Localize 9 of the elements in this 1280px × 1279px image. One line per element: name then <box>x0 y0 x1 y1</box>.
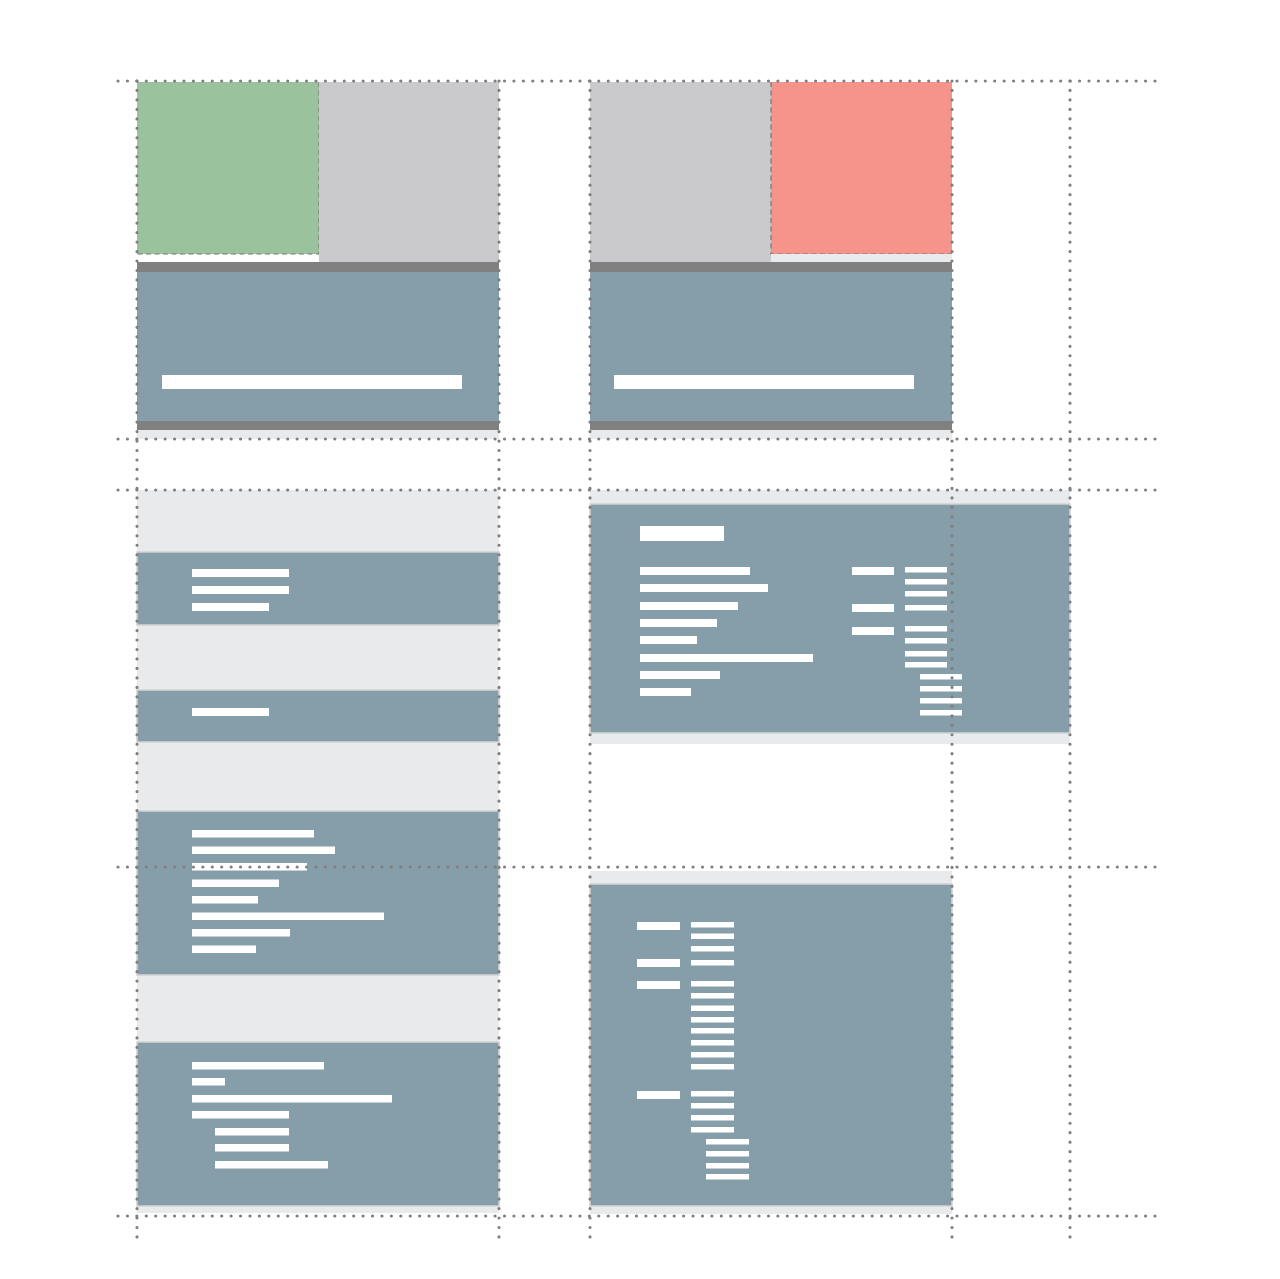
content-panel <box>136 551 500 626</box>
placeholder-block <box>590 82 771 262</box>
content-panel <box>590 272 952 421</box>
dashed-box <box>136 81 320 255</box>
dashed-box <box>770 81 953 255</box>
content-panel <box>136 689 500 743</box>
content-panel <box>137 272 499 421</box>
placeholder-block <box>319 82 499 262</box>
content-panel <box>136 1041 500 1207</box>
